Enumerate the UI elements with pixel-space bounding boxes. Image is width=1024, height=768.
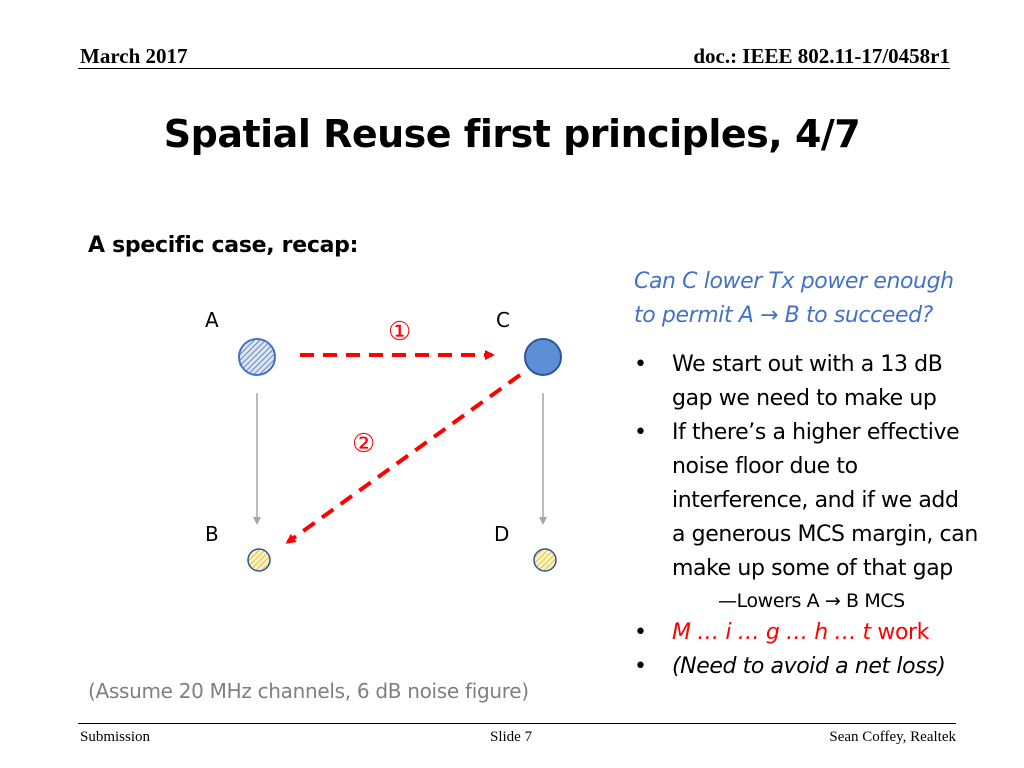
question-line-2: to permit A → B to succeed? xyxy=(634,303,933,328)
bullet-dot: • xyxy=(634,420,647,445)
node-b-circle xyxy=(247,548,271,572)
question-text: Can C lower Tx power enough to permit A … xyxy=(634,265,1004,333)
bullet-red-italic: M … i … g … h … t xyxy=(672,620,871,645)
slide-title: Spatial Reuse first principles, 4/7 xyxy=(163,112,861,156)
bullet-dot: • xyxy=(634,352,647,377)
bullet-line: noise floor due to xyxy=(672,454,858,479)
bullet-red-plain: work xyxy=(877,620,930,645)
node-c-label: C xyxy=(496,308,510,332)
arrow-c-to-b xyxy=(285,373,522,544)
subheading: A specific case, recap: xyxy=(88,233,359,258)
bullet-line: gap we need to make up xyxy=(672,386,937,411)
footer-rule xyxy=(78,723,956,724)
bullet-dot: • xyxy=(634,620,647,645)
bullet-line: If there’s a higher effective xyxy=(672,420,960,445)
node-c-circle xyxy=(524,338,562,376)
bullet-list: • We start out with a 13 dB gap we need … xyxy=(634,348,1014,684)
bullet-line: We start out with a 13 dB xyxy=(672,352,943,377)
question-line-1: Can C lower Tx power enough xyxy=(634,269,954,294)
marker-step-1: ① xyxy=(388,316,412,346)
node-a-circle xyxy=(238,338,276,376)
header-doc-id: doc.: IEEE 802.11-17/0458r1 xyxy=(693,44,950,68)
header-date: March 2017 xyxy=(80,44,188,68)
marker-step-2: ② xyxy=(352,428,376,458)
node-b-label: B xyxy=(205,522,219,546)
bullet-item: • We start out with a 13 dB gap we need … xyxy=(634,348,1014,416)
footer-author: Sean Coffey, Realtek xyxy=(829,729,956,745)
assumption-note: (Assume 20 MHz channels, 6 dB noise figu… xyxy=(88,679,529,703)
bullet-line: make up some of that gap xyxy=(672,556,953,581)
topology-diagram xyxy=(238,338,562,572)
bullet-item: • If there’s a higher effective noise fl… xyxy=(634,416,1014,586)
bullet-item-red: • M … i … g … h … t work xyxy=(634,616,1014,650)
bullet-line: a generous MCS margin, can xyxy=(672,522,978,547)
sub-bullet: —Lowers A → B MCS xyxy=(718,590,905,612)
header-rule xyxy=(78,68,950,69)
node-d-circle xyxy=(533,548,557,572)
footer-slide-number: Slide 7 xyxy=(490,729,533,745)
footer-submission: Submission xyxy=(80,729,151,745)
bullet-line: interference, and if we add xyxy=(672,488,959,513)
bullet-item-last: • (Need to avoid a net loss) xyxy=(634,650,1014,684)
bullet-last-text: (Need to avoid a net loss) xyxy=(672,654,946,679)
node-d-label: D xyxy=(494,522,510,546)
bullet-dot: • xyxy=(634,654,647,679)
node-a-label: A xyxy=(205,308,219,332)
